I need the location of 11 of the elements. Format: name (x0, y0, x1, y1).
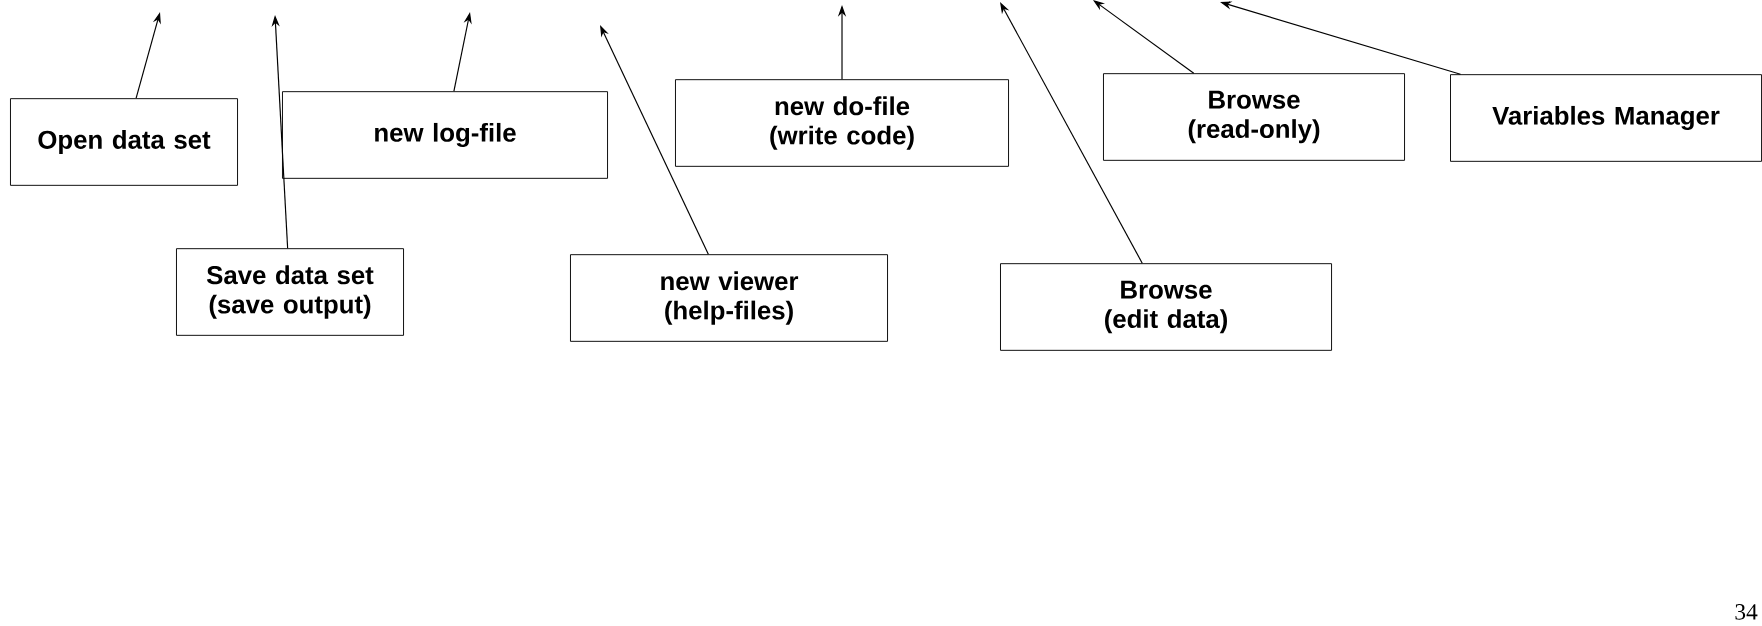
callout-box: new log-file (282, 91, 608, 179)
arrow (1093, 0, 1195, 74)
callout-box: Save data set (save output) (176, 248, 404, 336)
callout-box: Browse (edit data) (1000, 263, 1332, 351)
callout-box: Open data set (10, 98, 238, 186)
callout-box: Variables Manager (1450, 74, 1762, 162)
page-number: 34 (1735, 604, 1758, 620)
callout-box: Browse (read-only) (1103, 73, 1405, 161)
callout-box: new viewer (help-files) (570, 254, 888, 342)
arrow (1000, 2, 1143, 264)
callout-box: new do-file (write code) (675, 79, 1009, 167)
